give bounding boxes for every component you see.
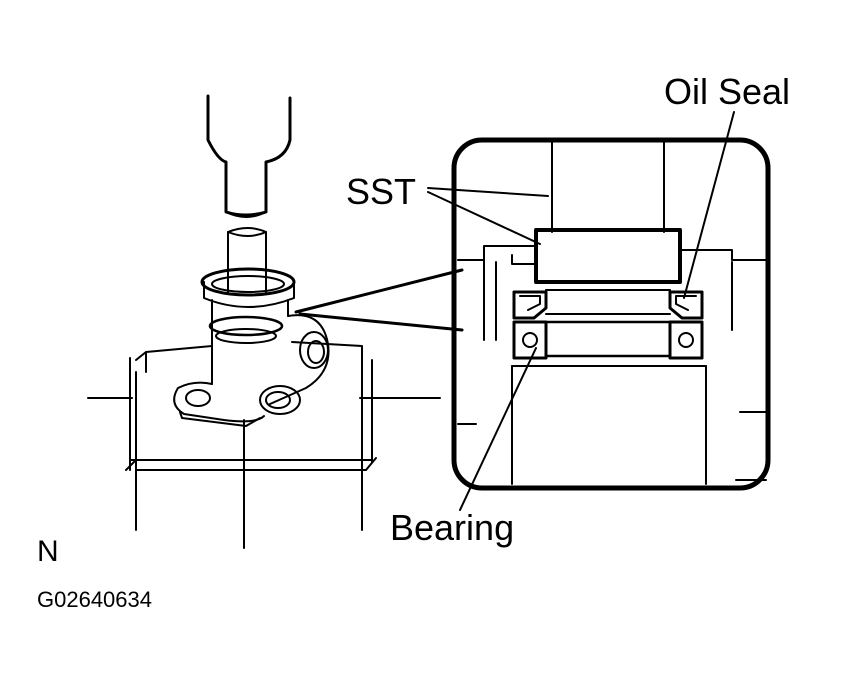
label-leaders	[427, 111, 735, 511]
figure-code-label: G02640634	[37, 587, 152, 612]
oil-seal-profile	[512, 289, 704, 320]
detail-internals	[457, 141, 767, 485]
detail-leader	[294, 268, 464, 332]
detail-frame	[451, 137, 771, 491]
shaft	[227, 227, 267, 549]
orientation-label: N	[37, 535, 59, 568]
bearing-label: Bearing	[390, 507, 515, 548]
bearing-profile	[512, 320, 704, 360]
sst-label: SST	[346, 171, 417, 212]
oil-seal-label: Oil Seal	[664, 71, 791, 112]
housing	[173, 267, 330, 427]
sst-tool	[534, 228, 682, 284]
press-ram	[206, 94, 292, 218]
vise-block	[87, 341, 441, 531]
